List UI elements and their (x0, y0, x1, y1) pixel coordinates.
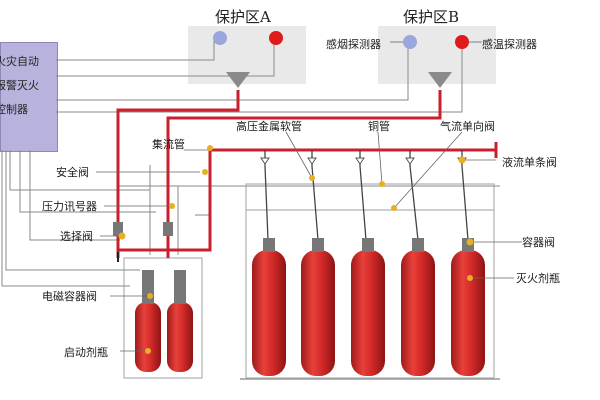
controller-line-2: 报警灭火 (0, 79, 39, 92)
hoses (264, 150, 469, 241)
label-copper-pipe: 铜管 (368, 120, 390, 133)
label-solenoid-valve: 电磁容器阀 (42, 290, 97, 303)
label-liquid-check-valve: 液流单条阀 (502, 156, 557, 169)
zone-a-title: 保护区A (215, 8, 271, 26)
rack-frame (123, 183, 495, 379)
distribution-pipes (116, 90, 498, 258)
label-pressure-signal: 压力讯号器 (42, 200, 97, 213)
cylinder-valves (263, 238, 474, 252)
alarm-controller-box: 火灾自动 报警灭火 控制器 (0, 42, 58, 152)
selector-valves (113, 222, 173, 236)
label-hose: 高压金属软管 (236, 120, 302, 133)
pointer-dots (118, 145, 474, 354)
nozzle-b (428, 72, 452, 88)
label-smoke-detector: 感烟探测器 (326, 38, 381, 51)
label-gas-check-valve: 气流单向阀 (440, 120, 495, 133)
label-safety-valve: 安全阀 (56, 166, 89, 179)
start-cylinders (135, 270, 193, 372)
label-collector-pipe: 集流管 (152, 138, 185, 151)
leader-lines (96, 41, 522, 352)
smoke-detector-b (403, 35, 417, 49)
label-agent-cylinder: 灭火剂瓶 (516, 272, 560, 285)
check-valves (260, 157, 467, 165)
label-start-cylinder: 启动剂瓶 (64, 346, 108, 359)
heat-detector-a (269, 31, 283, 45)
zone-b-title: 保护区B (403, 8, 460, 26)
signal-wires (1, 40, 500, 287)
label-container-valve: 容器阀 (522, 236, 555, 249)
label-selector-valve: 选择阀 (60, 230, 93, 243)
nozzle-a (226, 72, 250, 88)
label-heat-detector: 感温探测器 (482, 38, 537, 51)
agent-cylinders (252, 250, 485, 376)
controller-line-1: 火灾自动 (0, 55, 39, 68)
smoke-detector-a (213, 31, 227, 45)
heat-detector-b (455, 35, 469, 49)
controller-line-3: 控制器 (0, 103, 28, 116)
